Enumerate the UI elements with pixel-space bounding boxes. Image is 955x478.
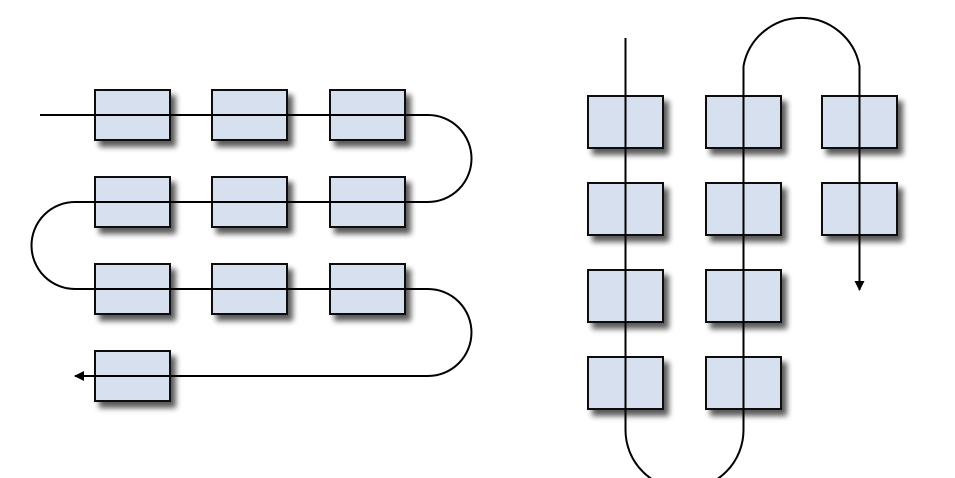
column-major-flow-line — [624, 16, 865, 478]
row-major-flow-line — [30, 114, 473, 381]
row-major-boxes — [94, 89, 406, 402]
column-major-diagram — [587, 16, 898, 478]
row-major-diagram — [30, 89, 473, 402]
